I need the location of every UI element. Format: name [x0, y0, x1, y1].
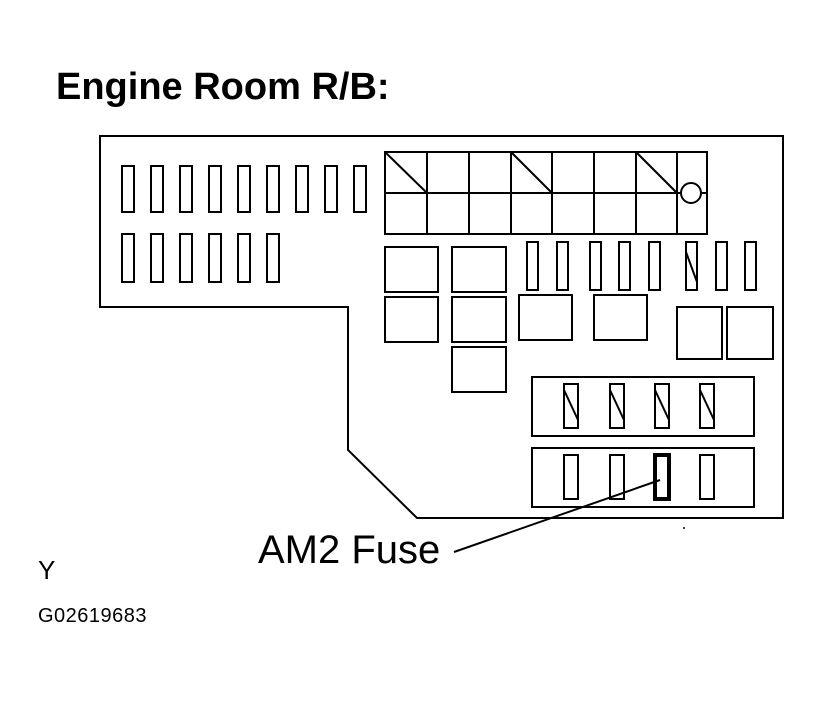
am2-fuse-label: AM2 Fuse — [258, 528, 441, 572]
top-fuse-row — [121, 165, 367, 213]
relay — [518, 294, 573, 341]
diagonal-mark — [384, 151, 428, 194]
relay-grid — [384, 151, 708, 235]
relay — [593, 294, 648, 341]
fuse — [609, 454, 625, 500]
fuse — [208, 165, 222, 213]
callout-leader-line — [453, 479, 661, 553]
fuse — [150, 165, 164, 213]
fuse — [353, 165, 367, 213]
fuse — [715, 241, 728, 291]
figure-code: G02619683 — [38, 605, 148, 627]
fuse — [121, 233, 135, 283]
relay — [676, 306, 723, 360]
fuse — [266, 233, 280, 283]
fuse — [237, 165, 251, 213]
fuse — [324, 165, 338, 213]
fuse — [618, 241, 631, 291]
relay — [451, 246, 507, 293]
fuse — [150, 233, 164, 283]
fuse — [179, 165, 193, 213]
am2-fuse — [653, 453, 671, 501]
fuse — [563, 454, 579, 500]
fuse — [295, 165, 309, 213]
lower-fuse-panel — [531, 447, 755, 508]
second-fuse-row — [121, 233, 280, 283]
relay — [384, 296, 439, 343]
diagonal-mark — [635, 151, 678, 194]
fuse — [179, 233, 193, 283]
right-fuse-row — [526, 241, 757, 291]
fuse — [589, 241, 602, 291]
fuse — [121, 165, 135, 213]
fuse — [744, 241, 757, 291]
relay-block-outline — [99, 135, 784, 519]
upper-fuse-panel — [531, 376, 755, 437]
relay — [451, 346, 507, 393]
fuse — [266, 165, 280, 213]
fuse — [556, 241, 569, 291]
relay-squares — [384, 246, 774, 393]
relay — [726, 306, 774, 360]
relay — [384, 246, 439, 293]
fuse — [526, 241, 539, 291]
fuse — [237, 233, 251, 283]
bolt-terminal — [680, 182, 702, 204]
fuse — [648, 241, 661, 291]
orientation-marker: Y — [38, 555, 56, 585]
relay — [451, 296, 507, 343]
fuse — [208, 233, 222, 283]
blown-mark — [685, 251, 698, 283]
diagonal-mark — [510, 151, 553, 194]
diagram-title: Engine Room R/B: — [56, 66, 390, 108]
fuse — [699, 454, 715, 500]
